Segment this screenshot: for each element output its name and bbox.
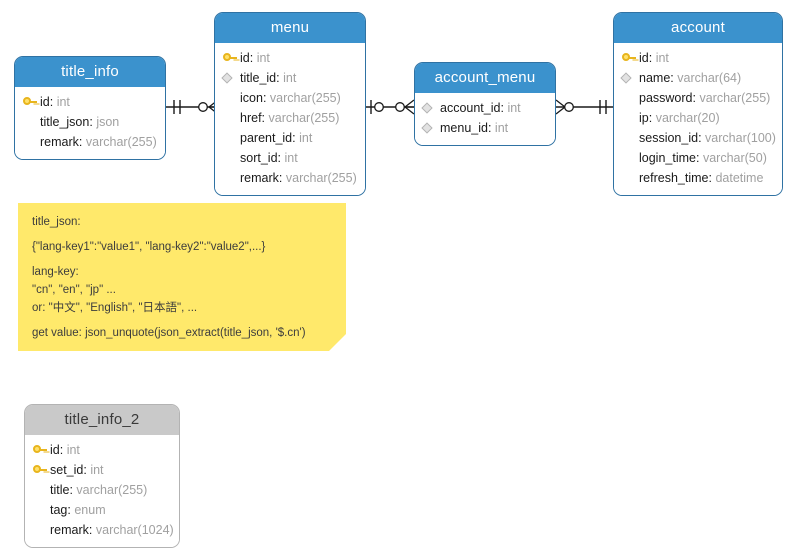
note-line: lang-key: [32, 266, 79, 278]
field-row: parent_id int [215, 128, 365, 148]
field-row: set_id int [25, 460, 179, 480]
no-key-marker [23, 115, 40, 129]
no-key-marker [223, 171, 240, 185]
no-key-marker [33, 483, 50, 497]
no-key-marker [622, 131, 639, 145]
no-key-marker [622, 91, 639, 105]
field-row: id int [15, 92, 165, 112]
entity-title_info[interactable]: title_info id int title_json json remark… [14, 56, 166, 160]
key-icon [622, 51, 639, 65]
entity-title-title_info: title_info [15, 57, 165, 87]
no-key-marker [33, 523, 50, 537]
entity-title_info_2[interactable]: title_info_2 id int set_id int title var… [24, 404, 180, 548]
entity-fields-menu: id int title_id int icon varchar(255) hr… [215, 43, 365, 195]
field-row: icon varchar(255) [215, 88, 365, 108]
note-title_json[interactable]: title_json: {"lang-key1":"value1", "lang… [18, 203, 346, 351]
field-row: remark varchar(255) [15, 132, 165, 152]
no-key-marker [33, 503, 50, 517]
key-icon [223, 51, 240, 65]
no-key-marker [223, 131, 240, 145]
field-row: id int [25, 440, 179, 460]
diamond-icon [421, 101, 440, 115]
diamond-icon [421, 121, 440, 135]
no-key-marker [622, 171, 639, 185]
field-row: id int [215, 48, 365, 68]
relationship-account_menu-account[interactable] [555, 98, 614, 118]
entity-fields-title_info: id int title_json json remark varchar(25… [15, 87, 165, 159]
no-key-marker [622, 111, 639, 125]
field-row: remark varchar(255) [215, 168, 365, 188]
entity-title-title_info_2: title_info_2 [25, 405, 179, 435]
key-icon [33, 463, 50, 477]
no-key-marker [223, 91, 240, 105]
entity-menu[interactable]: menu id int title_id int icon varchar(25… [214, 12, 366, 196]
no-key-marker [23, 135, 40, 149]
field-row: account_id int [415, 98, 555, 118]
entity-account[interactable]: account id int name varchar(64) password… [613, 12, 783, 196]
relationship-menu-account_menu[interactable] [366, 98, 415, 118]
key-icon [33, 443, 50, 457]
note-line: "cn", "en", "jp" ... [32, 284, 116, 296]
field-row: login_time varchar(50) [614, 148, 782, 168]
key-icon [23, 95, 40, 109]
field-row: id int [614, 48, 782, 68]
no-key-marker [622, 151, 639, 165]
note-content: title_json: {"lang-key1":"value1", "lang… [18, 203, 346, 351]
entity-account_menu[interactable]: account_menu account_id int menu_id int [414, 62, 556, 146]
field-row: session_id varchar(100) [614, 128, 782, 148]
entity-title-menu: menu [215, 13, 365, 43]
field-row: title_id int [215, 68, 365, 88]
field-row: ip varchar(20) [614, 108, 782, 128]
field-row: tag enum [25, 500, 179, 520]
diamond-icon [221, 71, 240, 85]
entity-fields-account_menu: account_id int menu_id int [415, 93, 555, 145]
entity-fields-account: id int name varchar(64) password varchar… [614, 43, 782, 195]
field-row: title_json json [15, 112, 165, 132]
diamond-icon [620, 71, 639, 85]
entity-title-account: account [614, 13, 782, 43]
note-line: or: "中文", "English", "日本語", ... [32, 302, 198, 314]
field-row: password varchar(255) [614, 88, 782, 108]
note-line: title_json: [32, 216, 81, 228]
field-row: sort_id int [215, 148, 365, 168]
field-row: name varchar(64) [614, 68, 782, 88]
field-row: href varchar(255) [215, 108, 365, 128]
note-line: get value: json_unquote(json_extract(tit… [32, 327, 306, 339]
field-row: title varchar(255) [25, 480, 179, 500]
field-row: menu_id int [415, 118, 555, 138]
note-line: {"lang-key1":"value1", "lang-key2":"valu… [32, 241, 266, 253]
field-row: remark varchar(1024) [25, 520, 179, 540]
relationship-title_info-menu[interactable] [166, 98, 219, 118]
field-row: refresh_time datetime [614, 168, 782, 188]
no-key-marker [223, 151, 240, 165]
note-fold-corner [329, 334, 346, 351]
entity-title-account_menu: account_menu [415, 63, 555, 93]
entity-fields-title_info_2: id int set_id int title varchar(255) tag… [25, 435, 179, 547]
no-key-marker [223, 111, 240, 125]
